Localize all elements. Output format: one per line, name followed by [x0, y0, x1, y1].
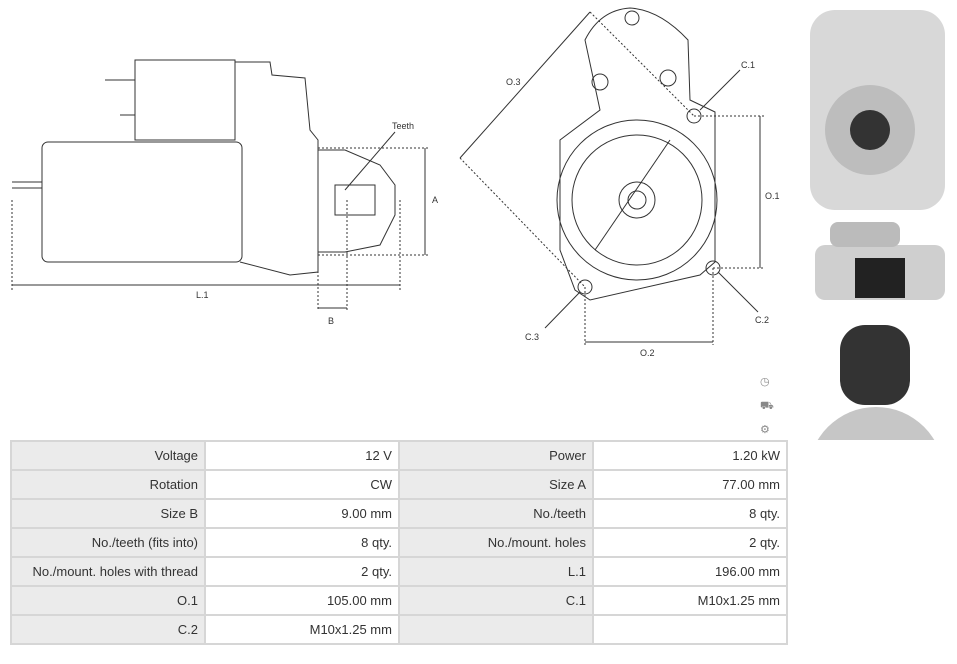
- spec-label: [397, 614, 595, 645]
- label-c2: C.2: [755, 315, 769, 325]
- car-icon: ⛟: [760, 400, 774, 412]
- spec-value: 2 qty.: [204, 556, 400, 587]
- spec-label: C.2: [9, 614, 207, 645]
- spec-value: 196.00 mm: [592, 556, 788, 587]
- spec-value: 12 V: [204, 440, 400, 471]
- spec-label: Size A: [397, 469, 595, 500]
- product-photos: [810, 10, 945, 440]
- label-a: A: [432, 195, 438, 205]
- spec-value: 9.00 mm: [204, 498, 400, 529]
- engine-icon: ⚙: [760, 424, 770, 436]
- spec-label: No./mount. holes: [397, 527, 595, 558]
- spec-value: 77.00 mm: [592, 469, 788, 500]
- spec-value: 2 qty.: [592, 527, 788, 558]
- spec-label: No./mount. holes with thread: [9, 556, 207, 587]
- label-o3: O.3: [506, 77, 521, 87]
- spec-value: 1.20 kW: [592, 440, 788, 471]
- spec-label: O.1: [9, 585, 207, 616]
- label-b: B: [328, 316, 334, 326]
- label-teeth: Teeth: [392, 121, 414, 131]
- spec-value: M10x1.25 mm: [592, 585, 788, 616]
- spec-value: 105.00 mm: [204, 585, 400, 616]
- spec-label: L.1: [397, 556, 595, 587]
- technical-drawing: Teeth A L.1 B C.1 O.1 C.2 O.2 C.3 O.3: [11, 7, 945, 440]
- spec-value: [592, 614, 788, 645]
- spec-label: Power: [397, 440, 595, 471]
- spec-label: Size B: [9, 498, 207, 529]
- spec-value: 8 qty.: [204, 527, 400, 558]
- spec-value: M10x1.25 mm: [204, 614, 400, 645]
- spec-value: CW: [204, 469, 400, 500]
- side-view-drawing: [11, 59, 430, 310]
- label-o1: O.1: [765, 191, 780, 201]
- spec-label: Rotation: [9, 469, 207, 500]
- label-o2: O.2: [640, 348, 655, 358]
- photo-side: [815, 222, 945, 300]
- spec-row: No./teeth (fits into)8 qty.No./mount. ho…: [9, 527, 788, 558]
- spec-label: No./teeth (fits into): [9, 527, 207, 558]
- spec-label: No./teeth: [397, 498, 595, 529]
- spec-value: 8 qty.: [592, 498, 788, 529]
- label-c3: C.3: [525, 332, 539, 342]
- clock-icon: ◷: [760, 376, 770, 388]
- icon-stack: ◷ ⛟ ⚙: [760, 370, 774, 442]
- spec-label: Voltage: [9, 440, 207, 471]
- label-l1: L.1: [196, 290, 209, 300]
- label-c1: C.1: [741, 60, 755, 70]
- photo-rear: [817, 325, 935, 440]
- front-view-drawing: [459, 7, 765, 345]
- spec-label: C.1: [397, 585, 595, 616]
- photo-front: [810, 10, 945, 210]
